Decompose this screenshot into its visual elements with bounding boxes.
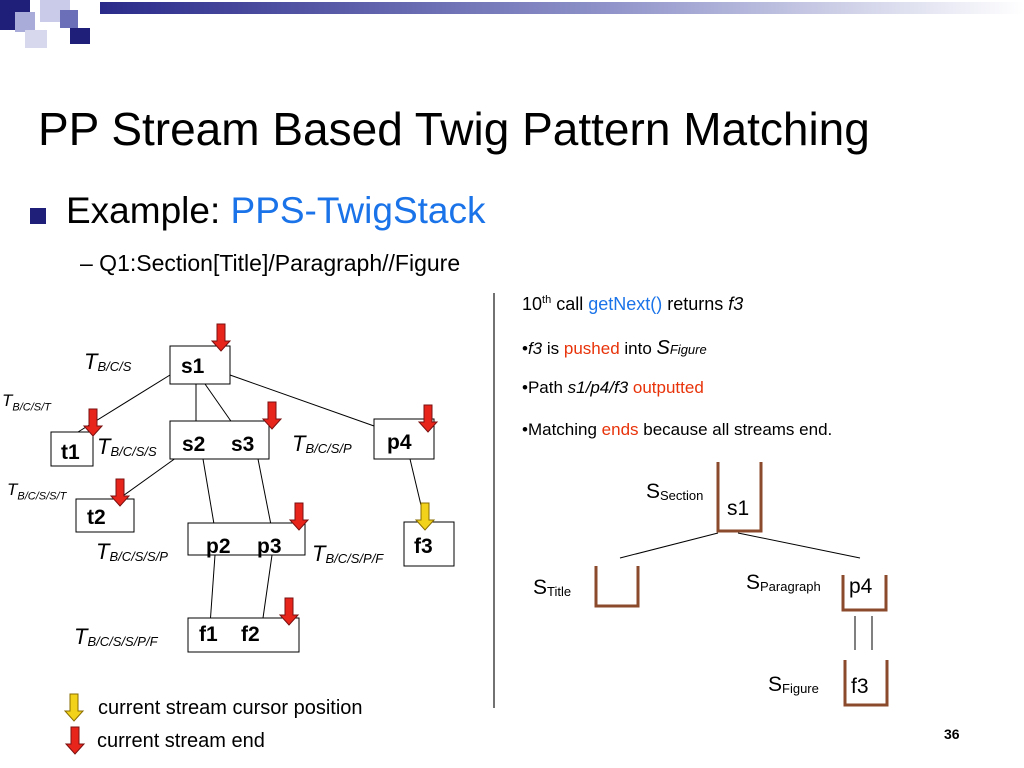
stack-value-paragraph: p4 <box>849 575 873 598</box>
stream-box-bcs <box>169 345 231 385</box>
stream-box-bcssp <box>187 522 306 556</box>
stack-paragraph <box>841 575 888 612</box>
query-sub-bullet: – Q1:Section[Title]/Paragraph//Figure <box>80 250 461 276</box>
header-gradient-bar <box>100 2 1024 14</box>
stream-cursor-arrow-icon <box>414 502 436 531</box>
header-square <box>25 30 47 48</box>
bullet-example: Example: PPS-TwigStack <box>66 190 486 231</box>
stack-section <box>716 462 763 533</box>
stream-end-arrow-icon <box>278 597 300 626</box>
header-square <box>70 28 90 44</box>
node-f3: f3 <box>414 535 433 558</box>
header-square <box>15 12 35 32</box>
stack-figure <box>843 660 889 707</box>
label-bcsp: TB/C/S/P <box>292 431 352 456</box>
stream-box-bcss <box>169 420 270 460</box>
legend-cursor-label: current stream cursor position <box>98 697 363 719</box>
slide-title: PP Stream Based Twig Pattern Matching <box>38 103 870 155</box>
label-bcsst: TB/C/S/S/T <box>7 480 67 503</box>
stack-label-title: STitle <box>533 576 572 599</box>
label-bcs: TB/C/S <box>84 349 132 374</box>
header-square <box>60 10 78 28</box>
node-f1: f1 <box>199 623 218 646</box>
stream-end-arrow-icon <box>82 408 104 437</box>
node-t1: t1 <box>61 441 80 464</box>
label-bcssp: TB/C/S/S/P <box>96 539 168 564</box>
stream-end-arrow-icon <box>210 323 232 352</box>
node-f2: f2 <box>241 623 260 646</box>
label-bcst: TB/C/S/T <box>2 391 51 414</box>
legend-cursor-arrow-icon <box>63 693 85 722</box>
stack-title <box>594 566 640 608</box>
legend-end-label: current stream end <box>97 730 265 752</box>
stream-end-arrow-icon <box>288 502 310 531</box>
page-number: 36 <box>944 726 960 742</box>
stack-edges <box>619 532 873 650</box>
bullet-square-icon <box>30 208 46 224</box>
label-bcss: TB/C/S/S <box>97 434 157 459</box>
header-decoration <box>0 0 1024 48</box>
stream-box-bcsspf <box>187 617 300 653</box>
stream-end-arrow-icon <box>261 401 283 430</box>
label-bcspf: TB/C/S/P/F <box>312 541 384 566</box>
end-note: •Matching ends because all streams end. <box>522 420 833 439</box>
path-note: •Path s1/p4/f3 outputted <box>522 378 704 397</box>
step-description: 10th call getNext() returns f3 <box>522 294 744 314</box>
stream-box-bcst <box>50 431 94 467</box>
stream-box-bcspf <box>403 521 455 567</box>
node-s1: s1 <box>181 355 205 378</box>
stream-end-arrow-icon <box>109 478 131 507</box>
node-t2: t2 <box>87 506 106 529</box>
stream-end-arrow-icon <box>417 404 439 433</box>
algorithm-name: PPS-TwigStack <box>230 190 486 231</box>
push-note: •f3 is pushed into SFigure <box>522 337 707 359</box>
label-bcsspf: TB/C/S/S/P/F <box>74 624 158 649</box>
node-s2: s2 <box>182 433 206 456</box>
node-p4: p4 <box>387 431 412 454</box>
stack-label-figure: SFigure <box>768 673 819 696</box>
stack-label-paragraph: SParagraph <box>746 571 821 594</box>
node-s3: s3 <box>231 433 255 456</box>
node-p3: p3 <box>257 535 282 558</box>
legend-end-arrow-icon <box>64 726 86 755</box>
stream-box-bcsst <box>75 498 135 533</box>
node-p2: p2 <box>206 535 231 558</box>
stack-label-section: SSection <box>646 480 704 503</box>
stack-value-section: s1 <box>727 497 750 520</box>
stack-value-figure: f3 <box>851 675 869 698</box>
